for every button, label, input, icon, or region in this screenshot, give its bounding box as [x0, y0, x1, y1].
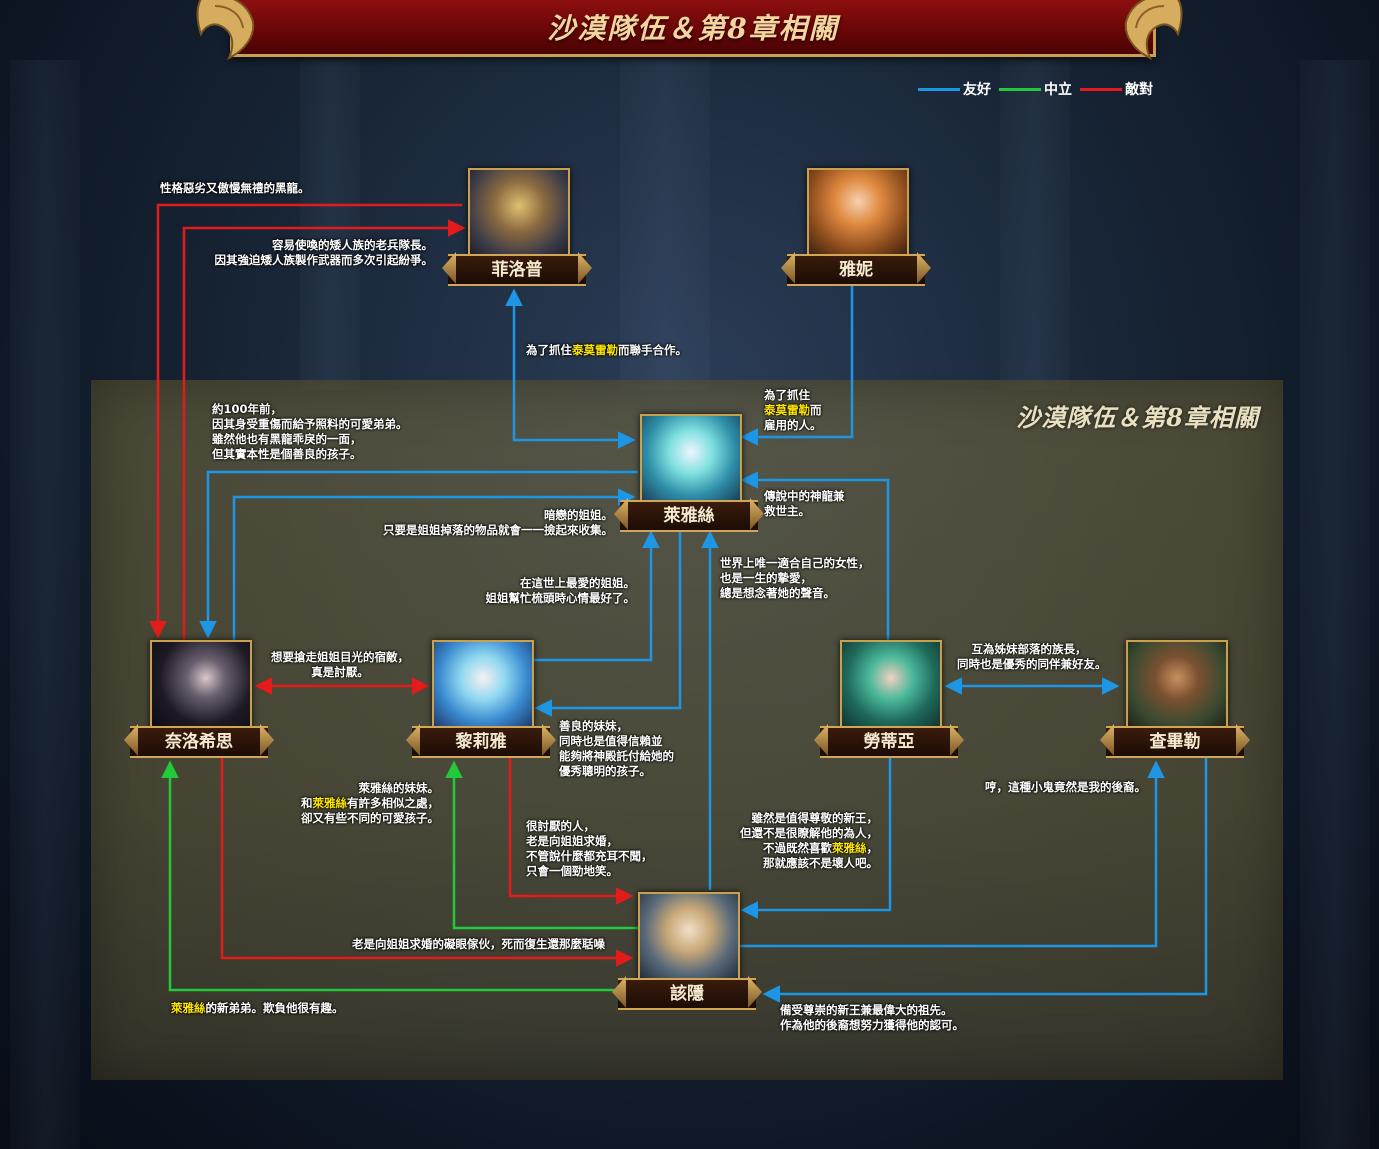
name-chabile: 查畢勒 — [1106, 726, 1244, 758]
note-philip-about-naluoxisi: 容易使喚的矮人族的老兵隊長。因其強迫矮人族製作武器而多次引起紛爭。 — [214, 238, 434, 267]
line-laodiya-to-gaiyin — [740, 758, 892, 919]
note-gaiyin-about-naluoxisi: 萊雅絲的新弟弟。欺負他很有趣。 — [171, 1001, 344, 1015]
line-chabile-to-gaiyin — [762, 758, 1208, 1003]
note-liliya-about-gaiyin: 很討厭的人，老是向姐姐求婚，不管說什麼都充耳不聞，只會一個勁地笑。 — [526, 819, 653, 878]
line-naluoxisi-to-gaiyin — [220, 758, 634, 967]
name-yani: 雅妮 — [787, 254, 925, 286]
note-naluoxisi-about-laiyasi: 暗戀的姐姐。只要是姐姐掉落的物品就會一一撿起來收集。 — [383, 508, 613, 537]
portrait-philip — [468, 168, 570, 262]
line-yani-to-laiyasi — [740, 283, 854, 446]
note-gaiyin-about-chabile: 備受尊崇的新王兼最偉大的祖先。作為他的後裔想努力獲得他的認可。 — [780, 1003, 964, 1032]
portrait-naluoxisi — [150, 640, 252, 734]
character-card-chabile[interactable]: 查畢勒 — [1106, 640, 1246, 760]
note-gaiyin-about-liliya: 萊雅絲的妹妹。 和萊雅絲有許多相似之處， 卻又有些不同的可愛孩子。 — [301, 781, 439, 825]
note-yani-about-laiyasi: 為了抓住 泰莫雷勒而 雇用的人。 — [764, 388, 822, 432]
line-laiyasi-to-liliya — [534, 530, 682, 717]
character-card-naluoxisi[interactable]: 奈洛希思 — [130, 640, 270, 760]
character-card-laiyasi[interactable]: 萊雅絲 — [620, 414, 760, 534]
line-laodiya-to-laiyasi — [740, 471, 890, 640]
name-laiyasi: 萊雅絲 — [620, 500, 758, 532]
line-naluoxisi-to-laiyasi — [232, 488, 636, 640]
legend-label-hostile: 敵對 — [1125, 82, 1153, 98]
character-card-philip[interactable]: 菲洛普 — [448, 168, 588, 288]
portrait-laodiya — [840, 640, 942, 734]
name-philip: 菲洛普 — [448, 254, 586, 286]
portrait-laiyasi — [640, 414, 742, 508]
portrait-gaiyin — [638, 892, 740, 986]
portrait-liliya — [432, 640, 534, 734]
character-card-gaiyin[interactable]: 該隱 — [618, 892, 758, 1012]
legend-line-hostile — [1080, 87, 1122, 91]
note-laodiya-chabile: 互為姊妹部落的族長，同時也是優秀的同伴兼好友。 — [957, 642, 1107, 671]
name-naluoxisi: 奈洛希思 — [130, 726, 268, 758]
line-laiyasi-to-naluoxisi — [199, 470, 638, 639]
portrait-chabile — [1126, 640, 1228, 734]
note-naluoxisi-about-gaiyin: 老是向姐姐求婚的礙眼傢伙，死而復生還那麼聒噪 — [352, 937, 605, 951]
right-ornament-icon — [1124, 0, 1183, 61]
line-philip-laiyasi — [505, 288, 636, 449]
background-pillar — [300, 60, 360, 390]
legend: 友好 中立 敵對 — [918, 79, 1161, 99]
character-card-yani[interactable]: 雅妮 — [787, 168, 927, 288]
left-ornament-icon — [196, 0, 255, 61]
character-card-laodiya[interactable]: 勞蒂亞 — [820, 640, 960, 760]
legend-line-neutral — [999, 87, 1041, 91]
note-laiyasi-about-liliya: 善良的妹妹，同時也是值得信賴並能夠將神殿託付給她的優秀聰明的孩子。 — [559, 719, 674, 778]
note-laodiya-about-gaiyin: 雖然是值得尊敬的新王， 但還不是很瞭解他的為人， 不過既然喜歡萊雅絲， 那就應該… — [740, 811, 878, 870]
legend-line-friendly — [918, 87, 960, 91]
legend-label-neutral: 中立 — [1044, 82, 1072, 98]
character-card-liliya[interactable]: 黎莉雅 — [412, 640, 552, 760]
zone-title: 沙漠隊伍＆第8章相關 — [1016, 403, 1259, 432]
background-pillar — [1000, 60, 1070, 390]
line-liliya-to-laiyasi — [532, 530, 660, 662]
line-philip-to-naluoxisi — [149, 203, 462, 639]
line-gaiyin-to-naluoxisi — [161, 760, 638, 992]
line-naluoxisi-to-philip — [182, 219, 466, 640]
note-gaiyin-about-laiyasi: 世界上唯一適合自己的女性，也是一生的摯愛，總是想念著她的聲音。 — [720, 556, 870, 600]
title-banner: 沙漠隊伍＆第8章相關 — [230, 0, 1156, 57]
portrait-yani — [807, 168, 909, 262]
page-title: 沙漠隊伍＆第8章相關 — [547, 12, 839, 45]
note-naluoxisi-about-philip: 性格惡劣又傲慢無禮的黑龍。 — [160, 181, 310, 195]
name-gaiyin: 該隱 — [618, 978, 756, 1010]
background-pillar — [1300, 60, 1370, 1149]
note-liliya-about-laiyasi: 在這世上最愛的姐姐。姐姐幫忙梳頭時心情最好了。 — [485, 576, 636, 605]
name-liliya: 黎莉雅 — [412, 726, 550, 758]
note-laiyasi-about-naluoxisi: 約100年前，因其身受重傷而給予照料的可愛弟弟。雖然他也有黑龍乖戾的一面，但其實… — [212, 402, 408, 461]
background-pillar — [10, 60, 80, 1149]
note-philip-laiyasi: 為了抓住泰莫雷勒而聯手合作。 — [526, 343, 687, 357]
line-liliya-to-gaiyin — [508, 758, 634, 905]
note-laodiya-about-laiyasi: 傳說中的神龍兼救世主。 — [764, 489, 845, 518]
note-liliya-about-naluoxisi: 想要搶走姐姐目光的宿敵，真是討厭。 — [271, 650, 409, 679]
line-gaiyin-to-liliya — [445, 760, 638, 930]
legend-label-friendly: 友好 — [963, 82, 991, 98]
note-chabile-about-gaiyin: 哼，這種小鬼竟然是我的後裔。 — [985, 780, 1146, 794]
line-gaiyin-to-chabile — [738, 760, 1165, 948]
name-laodiya: 勞蒂亞 — [820, 726, 958, 758]
